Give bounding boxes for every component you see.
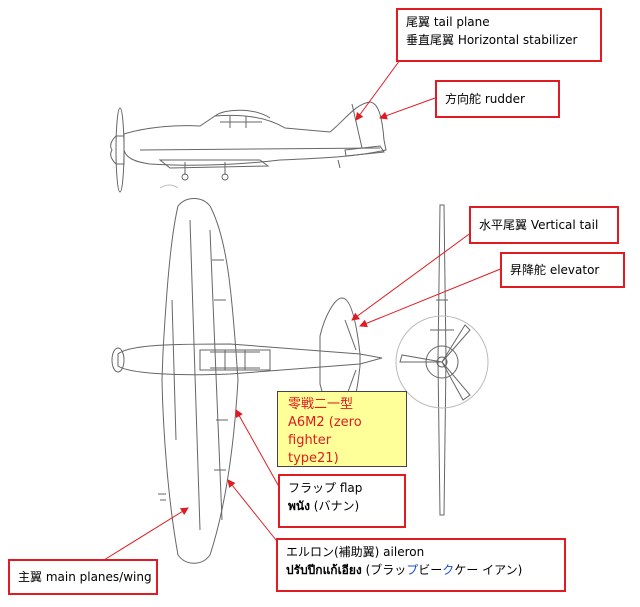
label-flap-kana: (バナン) — [309, 499, 360, 513]
label-flap-line1: フラップ flap — [288, 481, 363, 495]
label-aileron-kana-e: ケー イアン) — [454, 563, 523, 577]
arrow-rudder — [379, 97, 436, 120]
label-rudder: 方向舵 rudder — [435, 80, 560, 118]
label-flap-thai: พนัง — [288, 499, 310, 513]
label-vertical-tail: 水平尾翼 Vertical tail — [469, 206, 619, 244]
arrow-tail-plane — [355, 59, 401, 121]
model-name-en-2: type21) — [288, 451, 339, 466]
label-aileron-kana-b: プ — [406, 563, 419, 577]
top-canopy — [199, 349, 271, 371]
label-main-wing-text: 主翼 main planes/wing — [18, 570, 152, 584]
side-canopy-frames — [220, 116, 262, 128]
arrow-vertical-tail — [351, 231, 473, 321]
label-aileron-kana-a: (ブラッ — [361, 563, 407, 577]
label-tail-plane-line1: 尾翼 tail plane — [406, 15, 490, 29]
model-designation-box: 零戦二一型 A6M2 (zero fighter type21) — [277, 391, 407, 467]
model-name-jp: 零戦二一型 — [288, 397, 354, 412]
side-stabilizer — [344, 145, 385, 157]
label-elevator: 昇降舵 elevator — [500, 252, 625, 288]
label-aileron-thai: ปรับปีกแก้เอียง — [286, 563, 362, 577]
label-aileron-kana-d: ク — [442, 563, 455, 577]
side-wing — [158, 159, 270, 169]
label-main-wing: 主翼 main planes/wing — [8, 559, 158, 595]
arrow-main-wing — [103, 507, 189, 561]
side-canopy — [214, 109, 271, 119]
front-view — [395, 204, 489, 516]
label-flap-line2: พนัง (バナン) — [288, 497, 396, 515]
side-view — [110, 101, 387, 193]
label-tail-plane-line2: 垂直尾翼 Horizontal stabilizer — [406, 33, 578, 47]
label-tail-plane: 尾翼 tail plane 垂直尾翼 Horizontal stabilizer — [396, 8, 602, 62]
front-wing — [437, 204, 447, 516]
label-elevator-text: 昇降舵 elevator — [510, 263, 600, 277]
side-propeller — [115, 107, 125, 193]
label-aileron-kana-c: ビー — [418, 563, 443, 577]
label-aileron-line2: ปรับปีกแก้เอียง (ブラップビークケー イアン) — [286, 561, 556, 579]
arrow-aileron — [227, 479, 281, 546]
arrow-flap — [235, 409, 283, 493]
top-fuselage — [117, 343, 383, 376]
label-rudder-text: 方向舵 rudder — [445, 92, 525, 106]
model-name-en-1: A6M2 (zero fighter — [288, 415, 362, 448]
label-aileron: エルロン(補助翼) aileron ปรับปีกแก้เอียง (ブラップビ… — [276, 538, 566, 592]
side-spinner — [110, 135, 125, 165]
side-fuselage — [123, 101, 387, 166]
front-propeller-disc — [395, 315, 489, 409]
label-vertical-tail-text: 水平尾翼 Vertical tail — [479, 218, 599, 232]
front-propeller-blades — [399, 324, 471, 401]
label-aileron-line1: エルロン(補助翼) aileron — [286, 545, 425, 559]
top-wing — [161, 198, 239, 564]
pointer-arrows — [103, 59, 504, 561]
top-spinner — [111, 347, 125, 373]
arrow-elevator — [359, 267, 504, 328]
label-flap: フラップ flap พนัง (バナン) — [278, 474, 406, 528]
